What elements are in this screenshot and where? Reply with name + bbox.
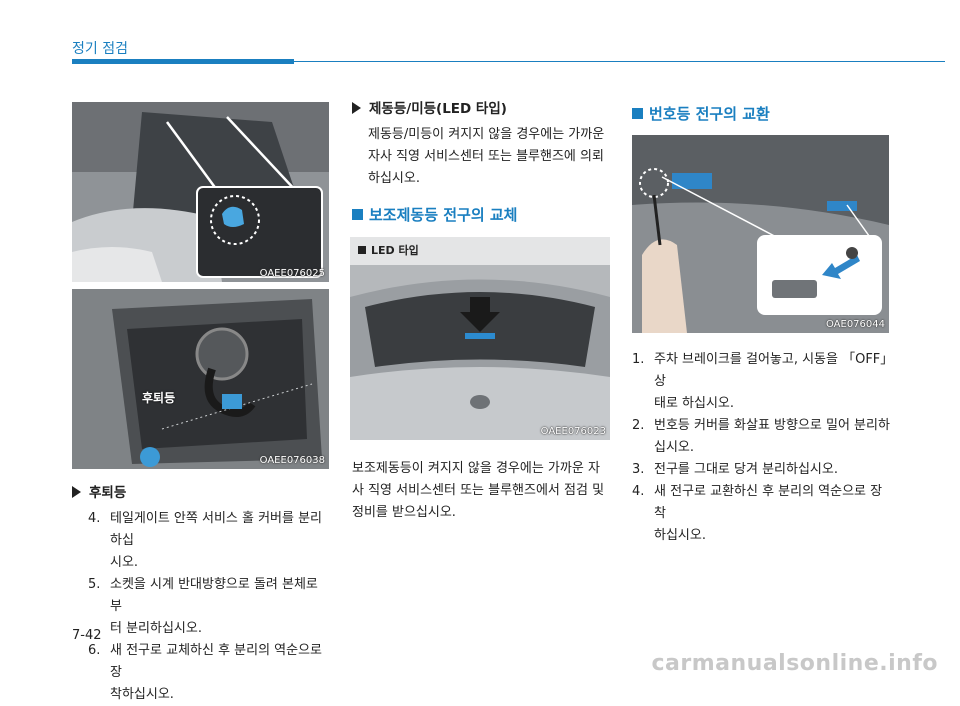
header-accent-bar <box>72 59 294 64</box>
section-header-title: 정기 점검 <box>72 41 128 57</box>
image-code: OAE076044 <box>825 319 885 330</box>
rear-lamp-photo: 후퇴등 OAEE076038 <box>72 289 329 469</box>
image-code: OAEE076025 <box>259 268 325 279</box>
square-bullet-icon <box>358 246 366 254</box>
led-type-label: LED 타입 <box>358 242 419 258</box>
tailgate-photo: OAEE076025 <box>72 102 329 282</box>
col2-text-top: 제동등/미등(LED 타입) 제동등/미등이 켜지지 않을 경우에는 가까운 자… <box>352 98 614 190</box>
hmsl-section-title: 보조제동등 전구의 교체 <box>352 204 517 225</box>
square-bullet-icon <box>632 108 643 119</box>
header-rule <box>294 61 945 62</box>
square-bullet-icon <box>352 209 363 220</box>
license-plate-lamp-photo: OAE076044 <box>632 135 889 333</box>
rear-lamp-label: 후퇴등 <box>142 391 176 405</box>
triangle-bullet-icon <box>352 102 361 114</box>
image-code: OAEE076023 <box>540 426 606 437</box>
image-code: OAEE076038 <box>259 455 325 466</box>
list-item: 3. 전구를 그대로 당겨 분리하십시오. <box>632 462 838 477</box>
page-number: 7-42 <box>72 628 102 643</box>
watermark-link[interactable]: carmanualsonline.info <box>651 651 938 676</box>
license-lamp-section-title: 번호등 전구의 교환 <box>632 103 770 124</box>
stop-tail-lamp-heading: 제동등/미등(LED 타입) <box>352 98 614 120</box>
reverse-lamp-heading: 후퇴등 <box>72 482 332 504</box>
rear-car-photo: LED 타입 OAEE076023 <box>350 237 610 440</box>
col2-text-bottom: 보조제동등이 켜지지 않을 경우에는 가까운 자 사 직영 서비스센터 또는 블… <box>352 461 605 520</box>
triangle-bullet-icon <box>72 486 81 498</box>
